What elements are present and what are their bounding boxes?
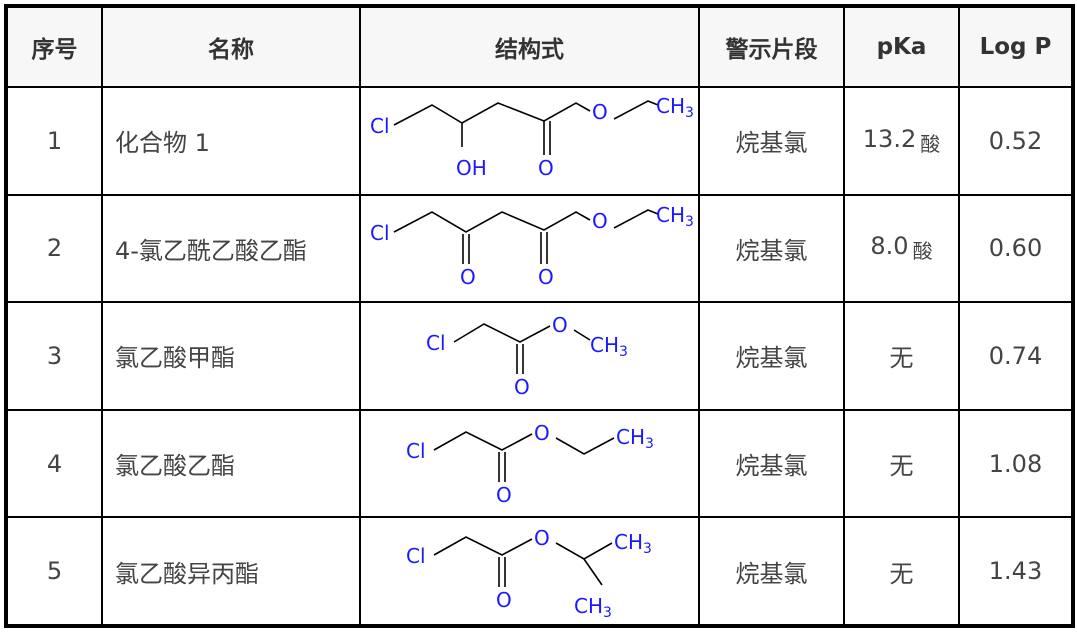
cell-pka: 无 [843,408,960,519]
atom-o-ester: O [534,421,550,445]
header-alert: 警示片段 [698,5,845,88]
atom-ch3: CH3 [656,94,694,121]
atom-o-ester: O [592,100,608,124]
table-row: 4 氯乙酸乙酯 Cl O O CH3 烷基氯 无 1.08 [5,408,1074,519]
atom-oh: OH [456,156,487,180]
cell-index: 5 [5,516,103,627]
header-structure: 结构式 [359,5,700,88]
atom-ch3-a: CH3 [614,530,652,557]
atom-o-carbonyl: O [538,156,554,180]
atom-o-carbonyl: O [496,483,512,507]
cell-structure: Cl O O CH3 [359,408,700,519]
atom-o-ester: O [534,526,550,550]
header-index: 序号 [5,5,103,88]
header-pka: pKa [843,5,960,88]
atom-ch3: CH3 [616,425,654,452]
cell-name: 氯乙酸乙酯 [101,408,361,519]
atom-cl: Cl [370,221,390,245]
header-logp: Log P [958,5,1074,88]
atom-o-carbonyl: O [514,375,530,399]
cell-logp: 1.08 [958,408,1074,519]
table-row: 3 氯乙酸甲酯 Cl O O CH3 烷基氯 无 0.74 [5,301,1074,411]
cell-structure: Cl O O CH3 [359,301,700,411]
table-row: 5 氯乙酸异丙酯 Cl O O CH3 CH3 烷基氯 无 1.43 [5,516,1074,627]
cell-logp: 0.74 [958,301,1074,411]
pka-value: 8.0 [870,232,909,261]
atom-o-carbonyl: O [496,588,512,612]
cell-name: 化合物 1 [101,86,361,196]
cell-pka: 无 [843,301,960,411]
structure-compound-3: Cl O O CH3 [426,313,628,399]
cell-structure: Cl OH O O CH3 [359,86,700,196]
atom-ch3: CH3 [656,203,694,230]
atom-o-keto: O [460,265,476,289]
cell-name: 4-氯乙酰乙酸乙酯 [101,193,361,304]
cell-name: 氯乙酸异丙酯 [101,516,361,627]
structure-compound-1: Cl OH O O CH3 [370,94,694,180]
compound-table: 序号 名称 结构式 警示片段 pKa Log P 1 化合物 1 Cl OH [4,4,1075,628]
structure-compound-5: Cl O O CH3 CH3 [406,526,652,621]
cell-index: 3 [5,301,103,411]
cell-structure: Cl O O CH3 CH3 [359,516,700,627]
atom-o-ester: O [592,209,608,233]
atom-cl: Cl [406,544,426,568]
atom-ch3: CH3 [590,333,628,360]
header-name: 名称 [101,5,361,88]
pka-value: 13.2 [862,124,917,153]
atom-cl: Cl [370,114,390,138]
atom-cl: Cl [406,439,426,463]
structure-compound-4: Cl O O CH3 [406,421,654,507]
pka-type: 酸 [920,131,941,156]
cell-name: 氯乙酸甲酯 [101,301,361,411]
atom-ch3-b: CH3 [574,594,612,621]
cell-alert: 烷基氯 [698,301,845,411]
header-row: 序号 名称 结构式 警示片段 pKa Log P [5,5,1074,88]
cell-logp: 0.60 [958,193,1074,304]
atom-o-ester: O [552,313,568,337]
cell-index: 4 [5,408,103,519]
cell-alert: 烷基氯 [698,408,845,519]
cell-logp: 0.52 [958,86,1074,196]
cell-alert: 烷基氯 [698,516,845,627]
atom-cl: Cl [426,331,446,355]
cell-alert: 烷基氯 [698,86,845,196]
cell-pka: 无 [843,516,960,627]
cell-logp: 1.43 [958,516,1074,627]
cell-alert: 烷基氯 [698,193,845,304]
structure-compound-2: Cl O O O CH3 [370,203,694,289]
atom-o-carbonyl: O [538,265,554,289]
cell-structure: Cl O O O CH3 [359,193,700,304]
pka-type: 酸 [912,239,933,264]
cell-index: 1 [5,86,103,196]
cell-index: 2 [5,193,103,304]
